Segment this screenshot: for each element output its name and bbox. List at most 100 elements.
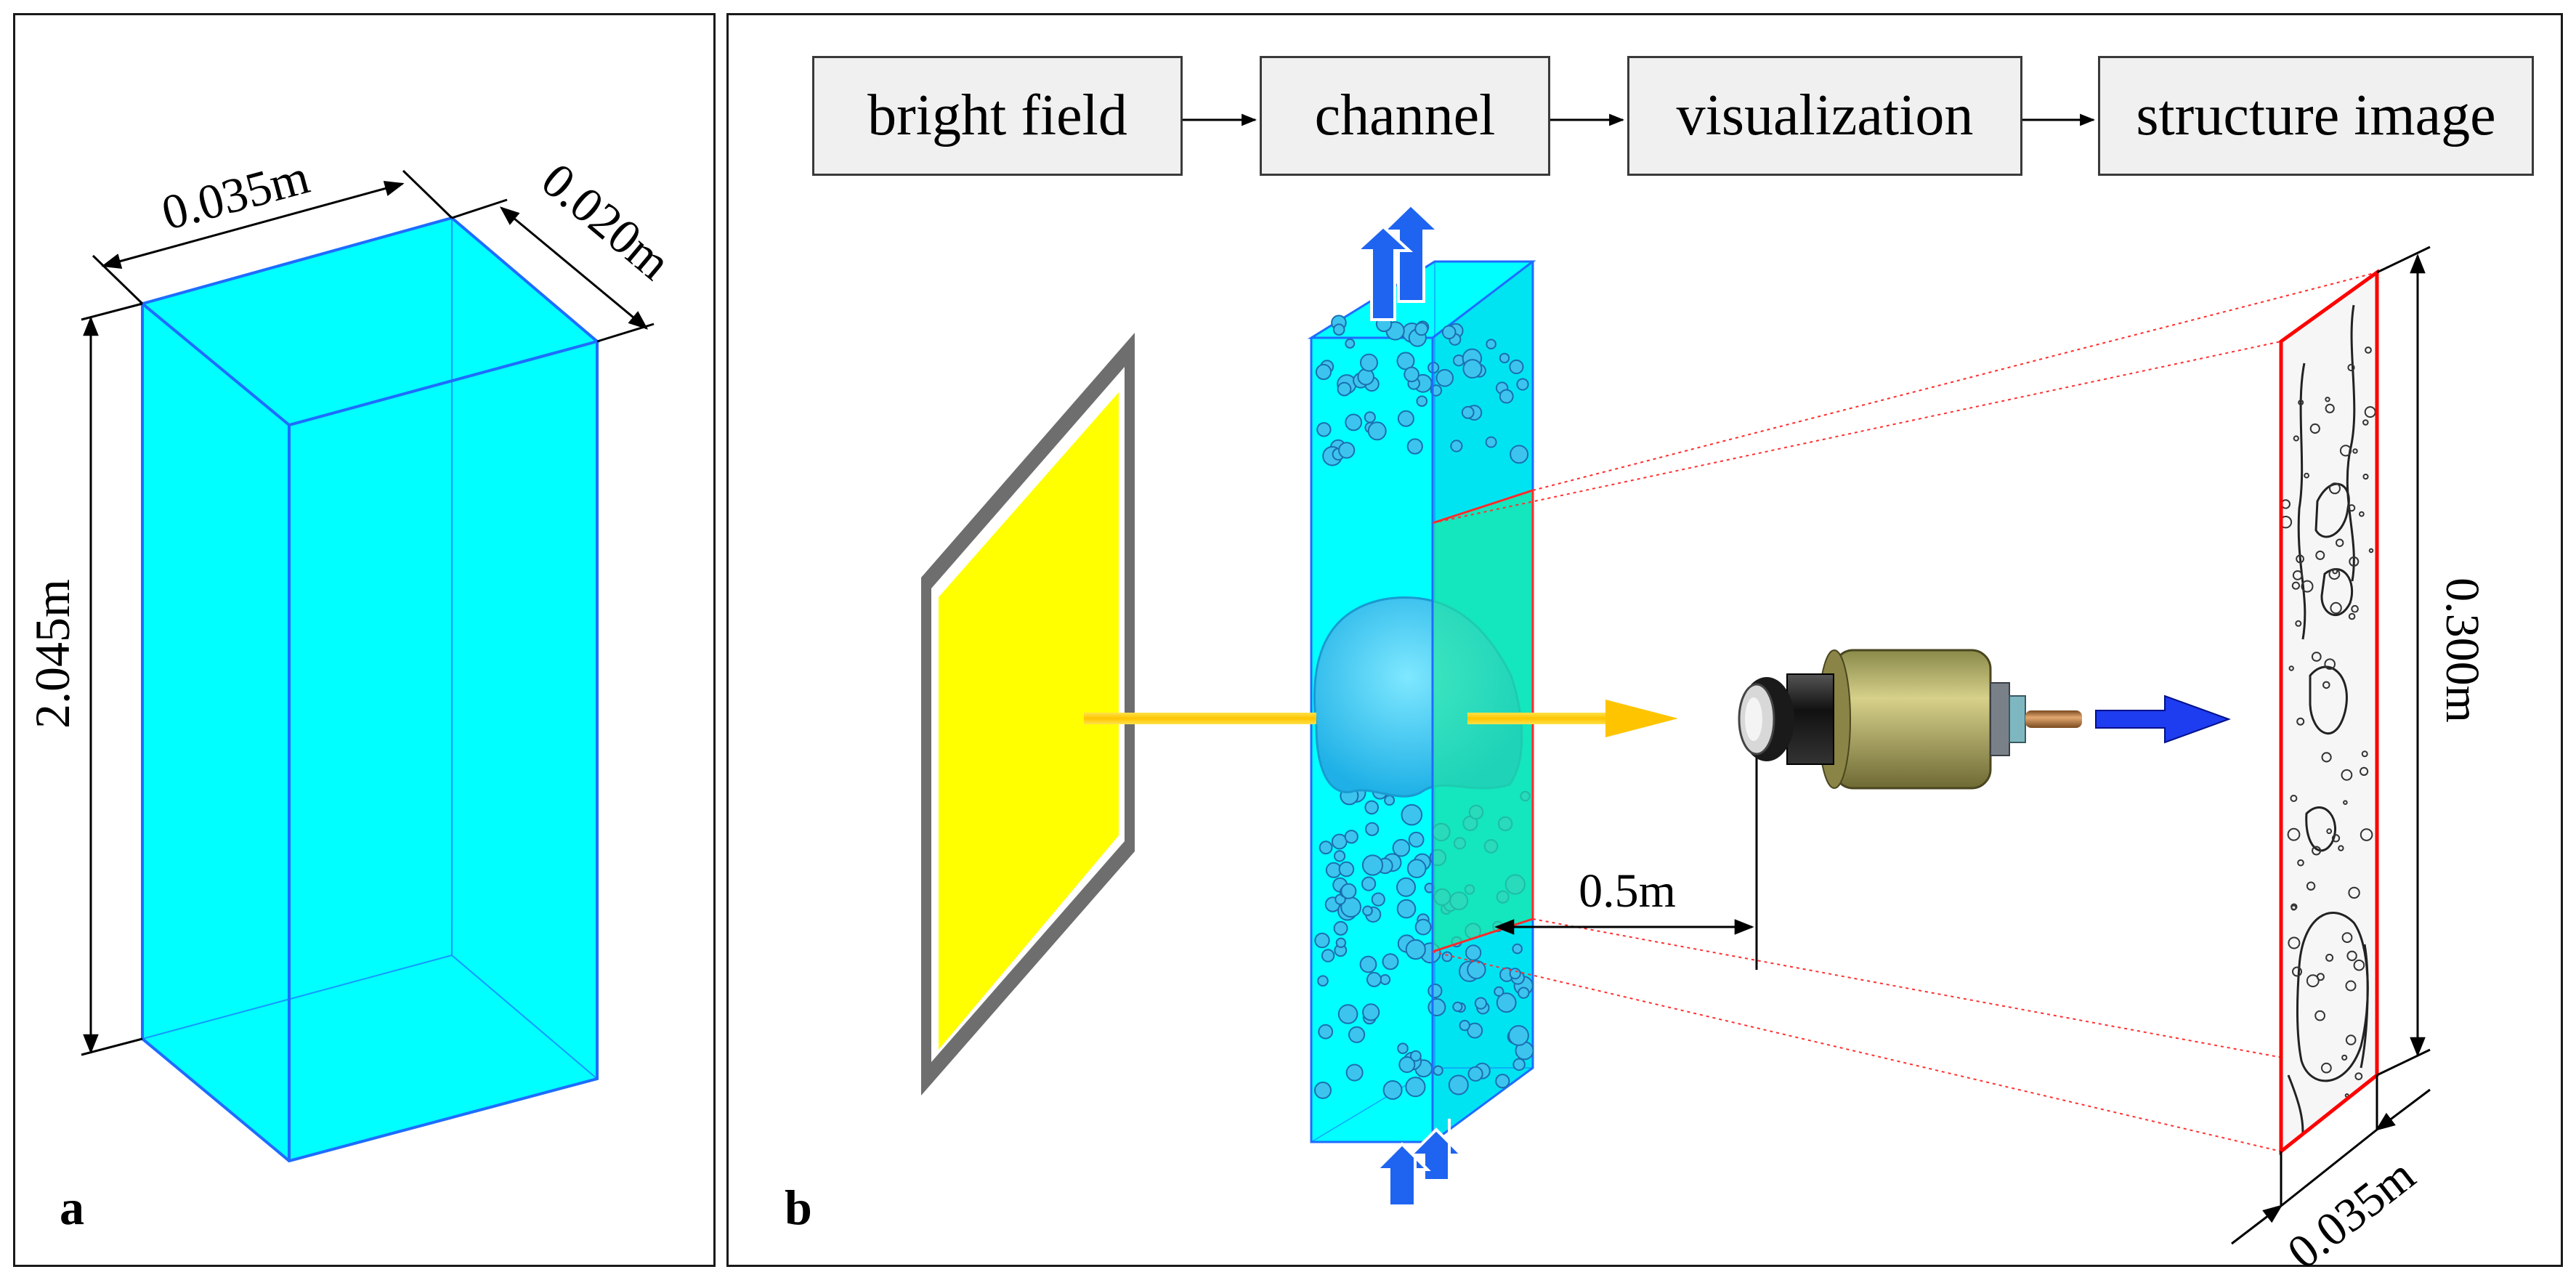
bubble — [1448, 1074, 1469, 1095]
bubble — [2332, 568, 2338, 575]
bubble — [1512, 1058, 1526, 1072]
bubble — [1441, 325, 1457, 340]
bubble — [1332, 323, 1345, 336]
bubble — [1396, 877, 1416, 897]
bubble — [2343, 800, 2348, 805]
bubble — [1414, 322, 1429, 336]
bubble — [1319, 840, 1333, 855]
bubble — [2368, 548, 2374, 554]
camera — [1738, 649, 2082, 790]
bubble — [2306, 881, 2316, 891]
bubble — [2306, 974, 2320, 987]
bubble — [1406, 438, 1423, 455]
bubble — [1462, 359, 1483, 379]
bubble — [1499, 352, 1510, 364]
bubble — [1344, 830, 1358, 844]
bubble — [1516, 378, 1529, 391]
bubble — [1392, 838, 1411, 857]
bubble — [1452, 1001, 1463, 1013]
bubble — [2348, 886, 2360, 899]
bubble — [1518, 987, 1530, 999]
bubble — [2362, 419, 2369, 426]
flow-step-channel: channel — [1260, 56, 1550, 176]
bubble — [2338, 845, 2344, 851]
panel-a-letter: a — [60, 1180, 84, 1235]
panel-a-depth-dimension — [451, 198, 655, 343]
bubble — [1508, 1025, 1529, 1046]
bubble — [2361, 750, 2368, 758]
light-panel — [921, 333, 1135, 1095]
bubble — [2345, 980, 2357, 992]
bubble — [2362, 474, 2369, 480]
bubble — [1474, 997, 1488, 1010]
bubble — [1348, 1026, 1366, 1043]
bubble — [1340, 883, 1357, 899]
bubble — [1414, 918, 1432, 936]
image-height-label: 0.300m — [2436, 578, 2489, 723]
panel-a-height-dimension — [81, 302, 143, 1056]
bubble — [2315, 550, 2325, 560]
bubble — [2295, 620, 2302, 627]
distance-dimension — [1494, 726, 1758, 970]
bubble — [1371, 892, 1385, 907]
bubble — [1427, 983, 1443, 999]
distance-label: 0.5m — [1579, 864, 1676, 918]
panel-a-height-label: 2.045m — [25, 579, 80, 729]
bubble — [1495, 1074, 1510, 1089]
panel-a-cuboid — [139, 216, 601, 1163]
bubble — [1361, 876, 1377, 891]
bubble — [1333, 920, 1348, 936]
bubble — [1345, 413, 1363, 432]
bubble — [2360, 828, 2373, 841]
bubble — [2348, 504, 2356, 512]
bubble — [1314, 1081, 1332, 1099]
bubble — [2351, 1102, 2357, 1108]
bubble — [1499, 389, 1514, 404]
bubble — [1509, 359, 1524, 375]
bubble — [1435, 369, 1454, 387]
bubble — [2324, 658, 2336, 671]
bubble — [1316, 422, 1332, 437]
bubble — [2353, 959, 2365, 971]
bubble — [2346, 950, 2357, 962]
bubble — [2298, 400, 2304, 406]
bubble — [1416, 395, 1428, 408]
bubble — [2291, 581, 2300, 590]
bubble — [1337, 1004, 1358, 1024]
bubble — [2293, 435, 2299, 442]
projection-lines — [1432, 272, 2378, 1152]
bubble — [2301, 580, 2314, 593]
image-width-label: 0.035m — [2278, 1149, 2425, 1280]
bubble — [1405, 1077, 1426, 1098]
bubble — [1382, 1080, 1403, 1100]
bubble — [1318, 1024, 1334, 1040]
panel-a-depth-label: 0.020m — [531, 152, 681, 291]
bubble — [1338, 861, 1355, 878]
bubble — [1485, 436, 1497, 448]
bubble — [1467, 960, 1486, 980]
bubble — [2290, 795, 2298, 802]
bubble — [2341, 769, 2353, 781]
flow-step-structure-image: structure image — [2098, 56, 2534, 176]
bubble — [2287, 827, 2301, 841]
bubble — [2354, 1072, 2363, 1080]
bubble — [1384, 795, 1396, 806]
bubble — [2325, 397, 2330, 402]
bubble — [1461, 405, 1475, 419]
bubble — [2341, 1054, 2348, 1061]
bubble — [1360, 353, 1378, 372]
bubble — [1337, 381, 1352, 397]
bubble — [1365, 822, 1380, 836]
bubble — [1512, 943, 1523, 955]
bubble — [1380, 974, 1391, 985]
bubble — [2349, 556, 2360, 567]
bubble — [2288, 665, 2294, 671]
bubble — [1467, 1066, 1483, 1082]
bubble — [1405, 939, 1426, 960]
bubble — [1364, 411, 1376, 424]
bubble — [2331, 834, 2341, 843]
bubble — [1467, 1022, 1483, 1039]
panel-b-letter: b — [785, 1180, 812, 1235]
bubble — [2316, 973, 2325, 981]
